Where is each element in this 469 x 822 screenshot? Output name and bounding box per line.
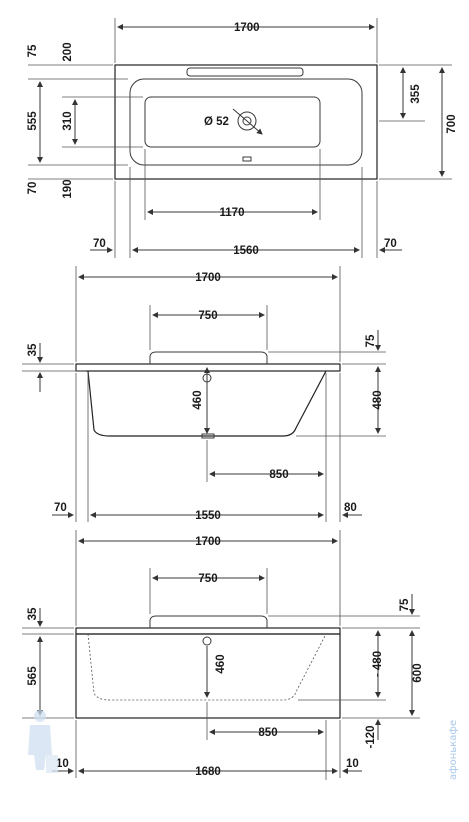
headrest-panel <box>149 615 268 628</box>
top-inner-top-label: 200 <box>62 42 74 61</box>
top-depth-label: 700 <box>446 114 458 133</box>
top-inner-bottom-label: 190 <box>62 179 74 198</box>
top-inner-width-label: 310 <box>62 111 74 130</box>
side-drain-offset-label: 850 <box>269 469 288 481</box>
headrest-side <box>149 351 268 364</box>
side-view: 1700 750 35 75 480 460 850 <box>22 266 386 522</box>
panel-below-label: -120 <box>365 725 377 748</box>
side-width-label: 1700 <box>195 272 221 284</box>
panel-view: 1700 750 35 565 75 - 480 600 -120 4 <box>22 530 424 780</box>
side-mid-label: 750 <box>198 310 217 322</box>
watermark-logo <box>28 710 58 773</box>
side-drain-height-label: 460 <box>192 390 204 409</box>
panel-rim <box>75 627 341 635</box>
panel-rim-label: 35 <box>27 607 39 620</box>
side-rim-label: 35 <box>27 343 39 356</box>
panel-rim-right-label: 75 <box>399 598 411 611</box>
top-view: Ø 52 1700 700 355 555 310 75 200 70 190 <box>27 18 458 258</box>
top-side-left-label: 70 <box>93 238 106 250</box>
panel-depth-label: - 480 <box>372 651 384 677</box>
side-rim-right-label: 75 <box>365 334 377 347</box>
panel-side-right-label: 10 <box>346 758 359 770</box>
panel-drain-height-label: 460 <box>215 654 227 673</box>
top-side-right-label: 70 <box>384 238 397 250</box>
drain-diameter-label: Ø 52 <box>204 116 229 128</box>
panel-height-left-label: 565 <box>27 666 39 686</box>
panel-drain-offset-label: 850 <box>258 727 277 739</box>
panel-total-height-label: 600 <box>412 663 424 682</box>
front-panel <box>75 633 341 719</box>
tub-hidden-outline <box>87 633 327 701</box>
panel-width-label: 1700 <box>195 536 221 548</box>
watermark-text: афонькафе <box>448 720 459 780</box>
panel-mid-label: 750 <box>198 573 217 585</box>
tub-body-side <box>87 370 327 437</box>
side-left-label: 70 <box>54 502 67 514</box>
top-inner-len-label: 555 <box>27 111 39 131</box>
tub-inner-top <box>129 78 363 166</box>
panel-length-label: 1680 <box>195 766 221 778</box>
headrest-top <box>186 67 304 77</box>
side-depth-label: 480 <box>372 390 384 409</box>
top-half-depth-label: 355 <box>410 84 422 104</box>
tub-rim-side <box>75 363 341 372</box>
side-right-label: 80 <box>344 502 357 514</box>
top-edge-bottom-label: 70 <box>27 182 39 195</box>
basin-top <box>144 96 321 148</box>
side-bottom-len-label: 1550 <box>195 510 221 522</box>
top-inner-length-label: 1560 <box>233 245 259 257</box>
top-edge-top-label: 75 <box>27 44 39 57</box>
top-inner-span-label: 1170 <box>220 207 245 219</box>
tub-outline-top <box>114 64 378 180</box>
drain-icon <box>237 111 257 131</box>
top-width-label: 1700 <box>234 22 260 34</box>
panel-side-left-label: 10 <box>56 758 69 770</box>
